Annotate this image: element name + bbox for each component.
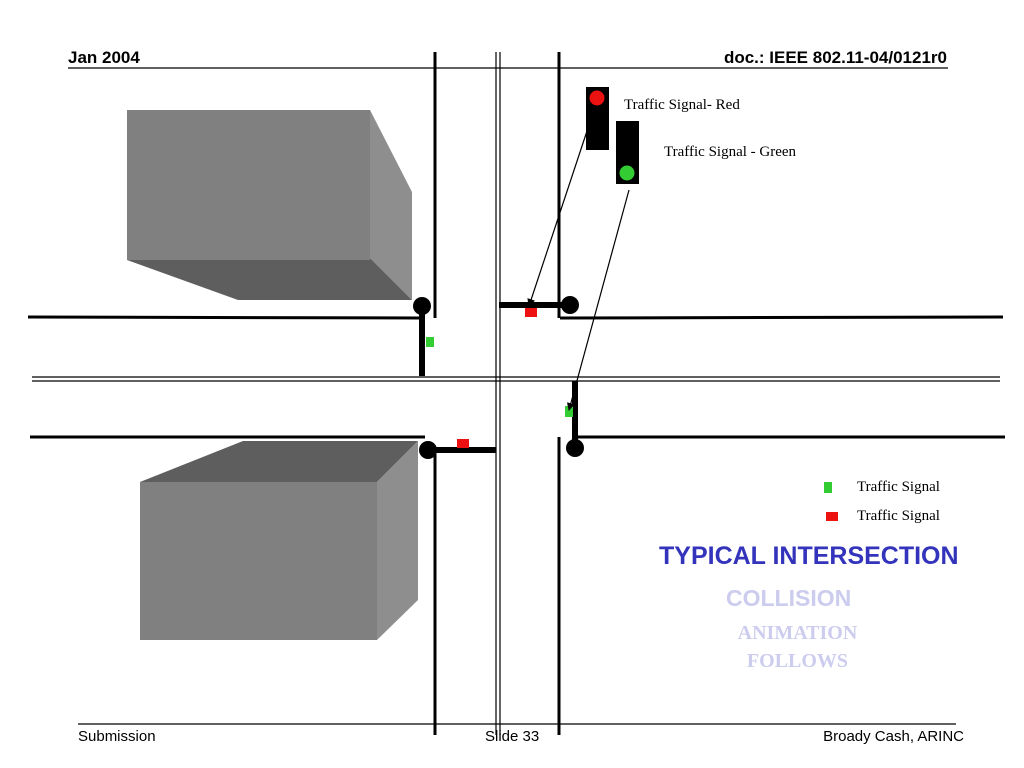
building-bottom-left-side bbox=[377, 441, 418, 640]
title-animation: ANIMATION bbox=[737, 622, 858, 644]
legend-swatch-red bbox=[826, 512, 838, 521]
traffic-light-red bbox=[586, 87, 609, 150]
title-typical-intersection: TYPICAL INTERSECTION bbox=[659, 542, 959, 570]
footer-author: Broady Cash, ARINC bbox=[823, 728, 964, 745]
header-doc-id: doc.: IEEE 802.11-04/0121r0 bbox=[723, 48, 947, 67]
traffic-light-red-lamp bbox=[589, 90, 605, 106]
signal-pole-south bbox=[419, 441, 437, 459]
legend-label-red: Traffic Signal bbox=[857, 508, 940, 524]
title-collision: COLLISION bbox=[726, 585, 852, 611]
road-lines bbox=[27, 52, 1005, 735]
arrow-red-to-north-signal bbox=[527, 127, 589, 307]
traffic-light-green-lamp bbox=[619, 165, 635, 181]
footer-submission: Submission bbox=[78, 728, 156, 745]
building-bottom-left-top bbox=[140, 441, 418, 482]
signal-indicator-east-green bbox=[565, 406, 573, 417]
signal-pole-west bbox=[413, 297, 431, 315]
signal-pole-north bbox=[561, 296, 579, 314]
footer-slide-number: Slide 33 bbox=[485, 728, 540, 745]
building-top-left-bottom bbox=[127, 258, 412, 300]
traffic-light-green bbox=[616, 121, 639, 184]
signal-red-label: Traffic Signal- Red bbox=[624, 97, 740, 113]
legend-swatch-green bbox=[824, 482, 832, 493]
signal-pole-east bbox=[566, 439, 584, 457]
title-follows: FOLLOWS bbox=[746, 650, 849, 672]
arrow-green-to-east-signal bbox=[566, 189, 630, 411]
building-top-left bbox=[127, 110, 412, 300]
signal-green-label: Traffic Signal - Green bbox=[664, 144, 797, 160]
building-bottom-left-front bbox=[140, 482, 377, 640]
signal-indicator-north-red bbox=[525, 308, 537, 317]
building-top-left-side bbox=[370, 110, 412, 300]
building-bottom-left bbox=[140, 441, 418, 640]
header-date: Jan 2004 bbox=[68, 48, 140, 67]
road-edge-top-right bbox=[559, 315, 1004, 320]
building-top-left-front bbox=[127, 110, 370, 260]
legend-label-green: Traffic Signal bbox=[857, 479, 940, 495]
signal-indicator-south-red bbox=[457, 439, 469, 448]
signal-indicator-west-green bbox=[426, 337, 434, 347]
road-edge-top-left bbox=[27, 315, 421, 320]
